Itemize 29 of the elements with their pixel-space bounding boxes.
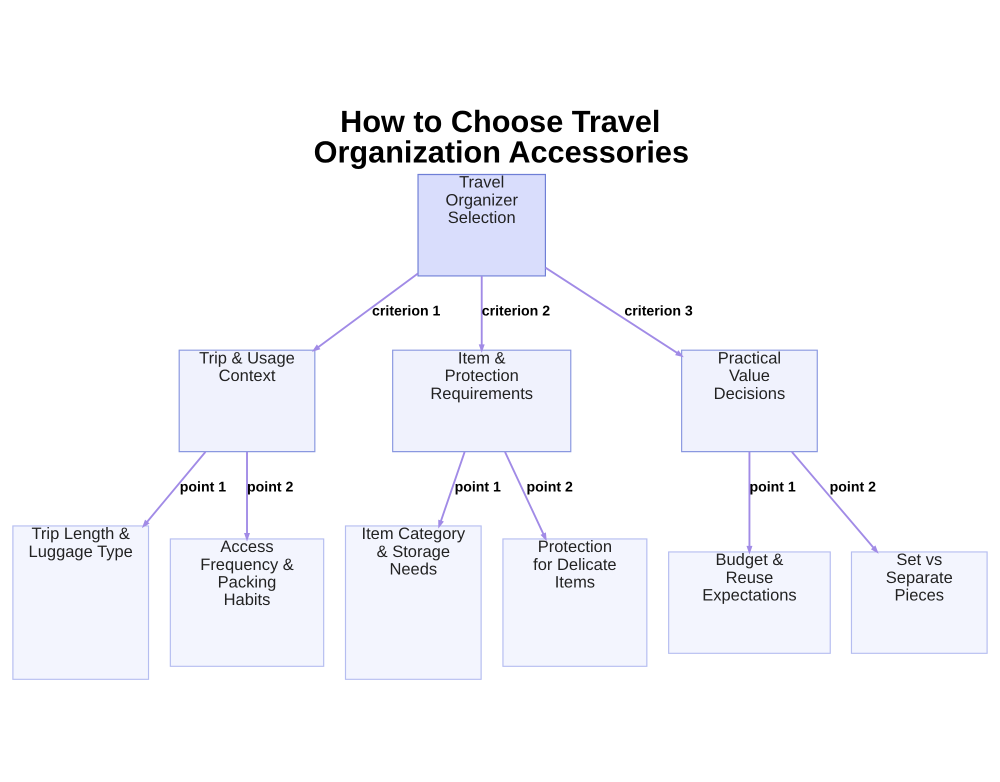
edge-label: point 1: [180, 478, 226, 494]
edge-label: point 2: [526, 478, 573, 494]
arrow: [142, 450, 206, 528]
node-box: Set vs Separate Pieces: [850, 550, 988, 654]
edge-label: criterion 1: [372, 302, 440, 318]
edge-label: point 2: [830, 478, 876, 494]
edge-label: point 1: [454, 478, 501, 494]
node-box: Protection for Delicate Items: [502, 538, 648, 666]
arrow: [438, 451, 466, 528]
node-box: Item Category & Storage Needs: [344, 524, 482, 680]
arrow: [746, 451, 752, 554]
arrow: [312, 272, 418, 352]
node-box: Trip & Usage Context: [178, 349, 316, 452]
arrow: [478, 276, 485, 352]
edge-label: point 1: [749, 478, 796, 494]
arrow: [244, 451, 250, 542]
edge-label: criterion 2: [482, 302, 550, 318]
node-box: Budget & Reuse Expectations: [668, 550, 831, 654]
edge-label: criterion 3: [624, 302, 693, 318]
diagram-title: How to Choose Travel Organization Accessories: [314, 104, 690, 169]
node-box: Item & Protection Requirements: [392, 349, 572, 452]
arrow: [504, 451, 547, 541]
arrow: [545, 266, 684, 357]
node-box: Practical Value Decisions: [681, 349, 818, 452]
edge-label: point 2: [247, 478, 294, 494]
arrow: [791, 450, 879, 554]
node-box: Trip Length & Luggage Type: [12, 524, 150, 680]
node-box: Travel Organizer Selection: [417, 173, 546, 276]
node-box: Access Frequency & Packing Habits: [170, 538, 324, 666]
